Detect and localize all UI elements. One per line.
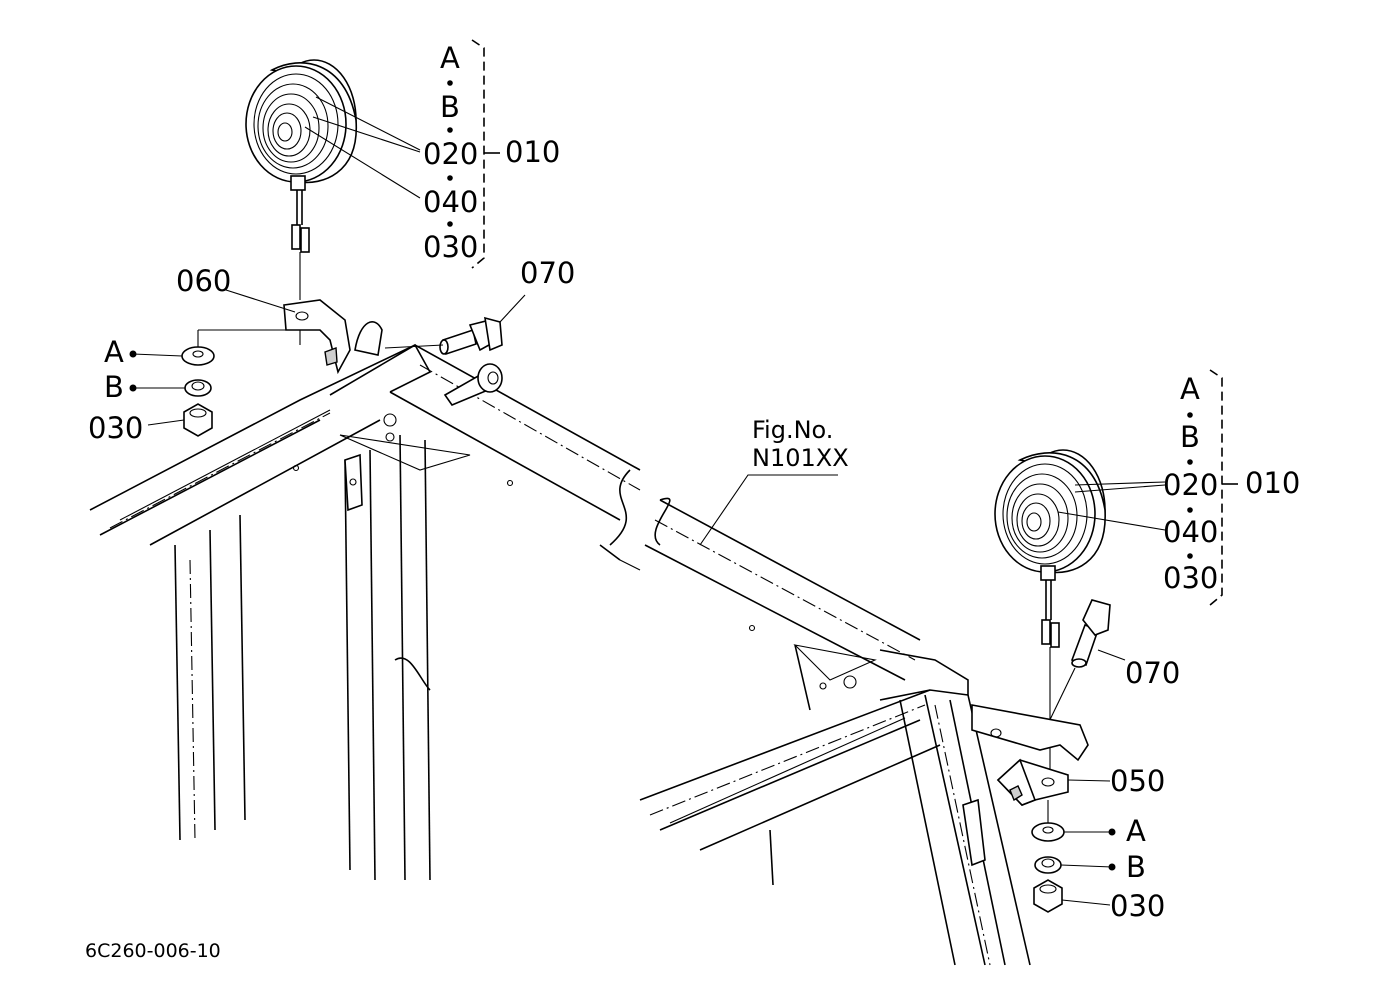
left-bolt <box>384 316 503 356</box>
right-label-020: 020 <box>1163 468 1218 502</box>
right-label-050: 050 <box>1110 764 1165 798</box>
left-label-060: 060 <box>176 264 231 298</box>
left-work-lamp <box>245 59 357 300</box>
right-label-010: 010 <box>1245 466 1300 500</box>
right-hw-label-030: 030 <box>1110 889 1165 923</box>
fig-ref-line2: N101XX <box>752 444 849 472</box>
left-label-a: A <box>440 41 460 75</box>
fig-reference-callout: Fig.No. N101XX <box>699 416 849 546</box>
left-leader-lines <box>132 96 526 426</box>
left-label-b: B <box>440 90 460 124</box>
left-hw-label-b: B <box>104 370 124 404</box>
left-label-010: 010 <box>505 135 560 169</box>
frame-structure <box>89 343 1031 966</box>
right-lamp-bracket <box>996 758 1069 806</box>
right-label-040: 040 <box>1163 515 1218 549</box>
left-frame-stud <box>443 363 503 406</box>
right-hardware-stack <box>1031 800 1065 913</box>
right-group-bracket <box>1209 369 1223 606</box>
left-label-030: 030 <box>423 230 478 264</box>
diagram-id: 6C260-006-10 <box>85 940 221 962</box>
right-mount-plate <box>971 704 1089 762</box>
right-bolt <box>1044 599 1111 731</box>
left-hw-label-030: 030 <box>88 411 143 445</box>
right-label-b: B <box>1180 420 1200 454</box>
left-lamp-assembly: A B 020 040 030 010 060 070 A B 030 <box>88 39 575 445</box>
left-lamp-bracket <box>283 299 383 375</box>
left-label-070: 070 <box>520 256 575 290</box>
right-hw-label-a: A <box>1126 814 1146 848</box>
right-label-070: 070 <box>1125 656 1180 690</box>
right-label-a: A <box>1180 372 1200 406</box>
left-label-040: 040 <box>423 185 478 219</box>
fig-ref-line1: Fig.No. <box>752 416 833 444</box>
right-label-030: 030 <box>1163 561 1218 595</box>
right-lamp-assembly: A B 020 040 030 010 070 050 A B 030 <box>971 369 1300 923</box>
right-leader-lines <box>1057 481 1166 906</box>
left-label-020: 020 <box>423 137 478 171</box>
left-leader-dots <box>129 80 453 392</box>
left-hardware-stack <box>181 329 301 437</box>
right-work-lamp <box>994 449 1106 770</box>
right-leader-dots <box>1108 412 1193 871</box>
left-hw-label-a: A <box>104 335 124 369</box>
right-hw-label-b: B <box>1126 850 1146 884</box>
